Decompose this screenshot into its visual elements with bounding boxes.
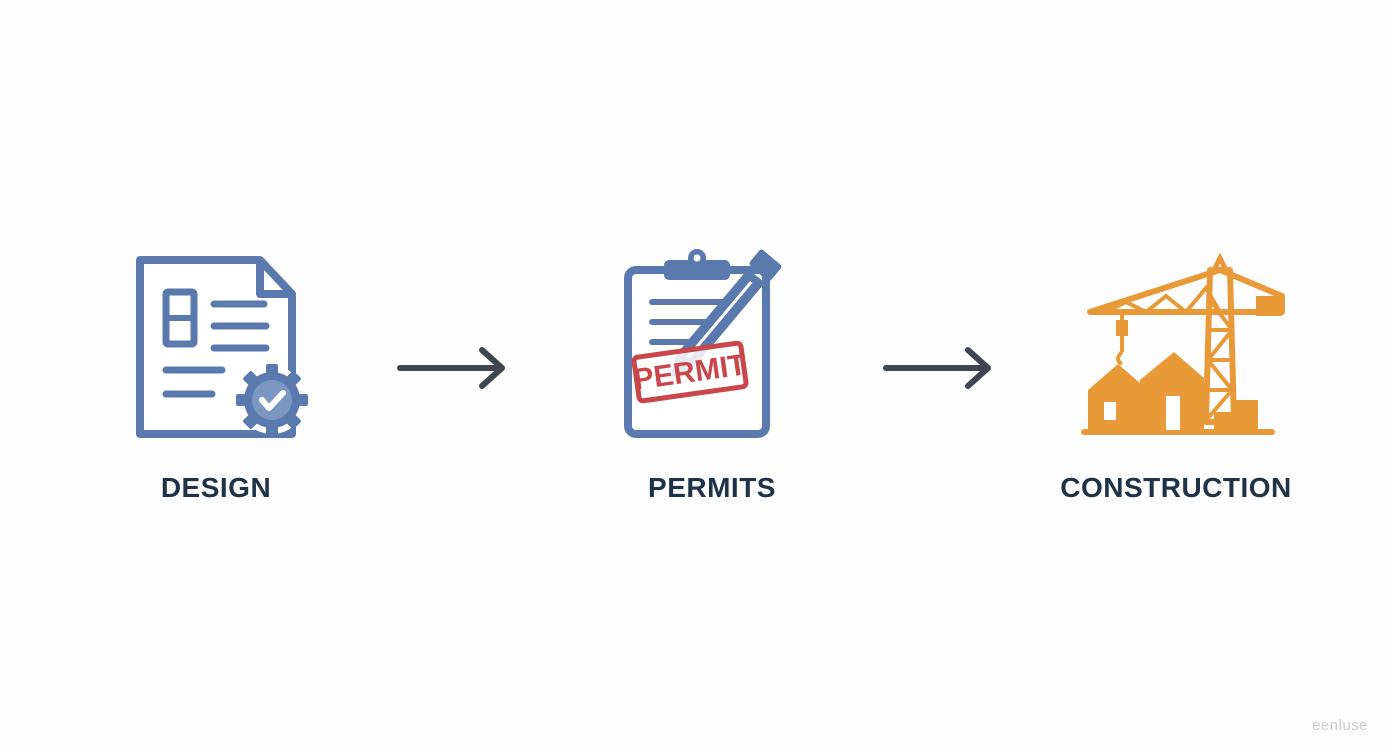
step-label-design: DESIGN [160,472,272,503]
watermark: eenluse [1311,717,1368,734]
step-design: DESIGN [86,240,346,520]
clipboard-permit-icon: PERMIT [624,249,782,438]
step-permits: PERMIT PERMITS [582,240,842,520]
document-check-icon [136,256,308,438]
crane-house-icon [1081,252,1285,435]
step-construction: CONSTRUCTION [1046,240,1306,520]
arrow-right-icon [397,347,505,389]
step-label-construction: CONSTRUCTION [1060,472,1292,503]
step-label-permits: PERMITS [648,472,776,503]
arrow-right-icon [883,347,991,389]
